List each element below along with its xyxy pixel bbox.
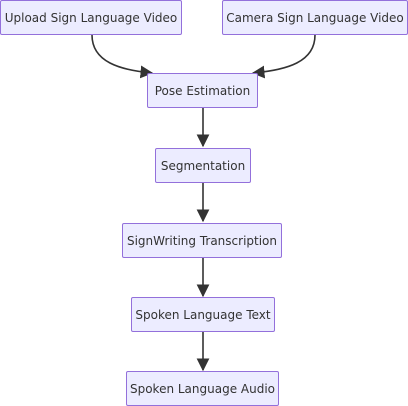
node-spoken-language-text-label: Spoken Language Text	[135, 307, 271, 322]
node-segmentation-label: Segmentation	[160, 158, 246, 173]
node-spoken-language-audio[interactable]: Spoken Language Audio	[126, 371, 279, 406]
node-spoken-language-audio-label: Spoken Language Audio	[129, 381, 276, 396]
edge-upload-to-pose	[91, 34, 154, 79]
node-camera-video-label: Camera Sign Language Video	[226, 10, 404, 25]
node-pose-estimation-label: Pose Estimation	[154, 83, 251, 98]
node-segmentation[interactable]: Segmentation	[155, 148, 251, 183]
node-signwriting-transcription[interactable]: SignWriting Transcription	[122, 223, 282, 258]
node-signwriting-transcription-label: SignWriting Transcription	[126, 233, 278, 248]
node-camera-video[interactable]: Camera Sign Language Video	[222, 0, 408, 35]
node-upload-video[interactable]: Upload Sign Language Video	[0, 0, 182, 35]
node-spoken-language-text[interactable]: Spoken Language Text	[131, 297, 275, 332]
node-upload-video-label: Upload Sign Language Video	[4, 10, 178, 25]
edge-camera-to-pose	[251, 34, 316, 79]
node-pose-estimation[interactable]: Pose Estimation	[147, 73, 258, 108]
